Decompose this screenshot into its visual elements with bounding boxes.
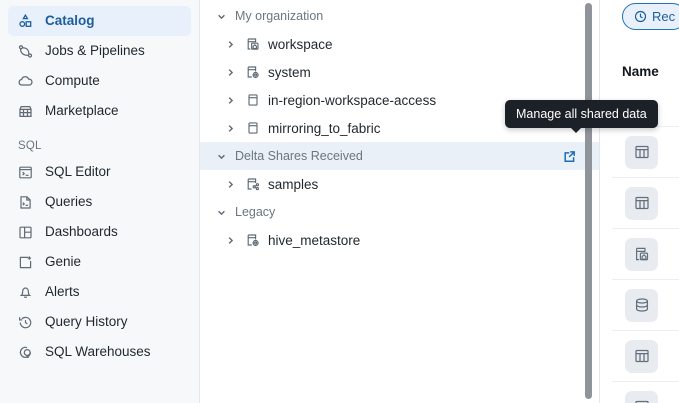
sidebar-item-catalog[interactable]: Catalog: [8, 6, 191, 36]
sidebar-item-query-history[interactable]: Query History: [8, 307, 191, 337]
sidebar-item-compute[interactable]: Compute: [8, 66, 191, 96]
sidebar-item-label: SQL Warehouses: [45, 344, 151, 360]
table-icon: [625, 135, 658, 169]
sidebar-item-sql-editor[interactable]: SQL Editor: [8, 157, 191, 187]
list-item[interactable]: [612, 381, 679, 403]
tooltip-arrow-icon: [570, 127, 582, 133]
list-item[interactable]: [612, 330, 679, 381]
sidebar-item-label: Genie: [45, 254, 82, 270]
sql-editor-icon: [17, 164, 34, 181]
column-header-name: Name: [622, 64, 659, 79]
database-icon: [625, 288, 658, 322]
tooltip: Manage all shared data: [505, 100, 658, 133]
catalog-tree-panel: My organization workspace: [200, 0, 600, 403]
cloud-icon: [17, 73, 34, 90]
tree-node-label: samples: [268, 176, 319, 192]
chevron-right-icon[interactable]: [222, 64, 238, 80]
sidebar-item-queries[interactable]: Queries: [8, 187, 191, 217]
catalog-icon: [244, 92, 261, 109]
sidebar-item-label: Query History: [45, 314, 128, 330]
result-list: [612, 126, 679, 403]
catalog-home-icon: [625, 237, 658, 271]
list-item[interactable]: [612, 228, 679, 279]
vertical-scrollbar-thumb[interactable]: [585, 3, 592, 399]
chevron-right-icon[interactable]: [222, 92, 238, 108]
chevron-down-icon[interactable]: [213, 8, 229, 24]
sidebar-item-label: Queries: [45, 194, 93, 210]
storefront-icon: [17, 103, 34, 120]
tree-node-label: hive_metastore: [268, 232, 361, 248]
catalog-content-panel: Rec Name: [600, 0, 679, 403]
chevron-right-icon[interactable]: [222, 120, 238, 136]
clock-icon: [633, 10, 647, 24]
sidebar-item-label: Catalog: [45, 13, 95, 29]
recents-button-label: Rec: [652, 9, 676, 24]
chevron-right-icon[interactable]: [222, 36, 238, 52]
sidebar-item-label: SQL Editor: [45, 164, 111, 180]
tree-group-label: Delta Shares Received: [235, 149, 363, 163]
table-icon: [625, 339, 658, 373]
list-item[interactable]: [612, 126, 679, 177]
external-link-icon[interactable]: [561, 148, 577, 164]
tree-node-mirroring-to-fabric[interactable]: mirroring_to_fabric: [200, 114, 599, 142]
chevron-down-icon[interactable]: [213, 148, 229, 164]
sidebar-item-sql-warehouses[interactable]: SQL Warehouses: [8, 337, 191, 367]
sidebar-item-dashboards[interactable]: Dashboards: [8, 217, 191, 247]
queries-icon: [17, 194, 34, 211]
sidebar-item-label: Compute: [45, 73, 100, 89]
sidebar-item-label: Dashboards: [45, 224, 118, 240]
chevron-right-icon[interactable]: [222, 176, 238, 192]
catalog-shapes-icon: [17, 13, 34, 30]
chevron-right-icon[interactable]: [222, 232, 238, 248]
catalog-share-icon: [244, 176, 261, 193]
sidebar-item-label: Marketplace: [45, 103, 119, 119]
history-clock-icon: [17, 314, 34, 331]
catalog-icon: [244, 120, 261, 137]
sidebar-section-sql: SQL: [18, 140, 42, 152]
sidebar-item-jobs-pipelines[interactable]: Jobs & Pipelines: [8, 36, 191, 66]
jobs-pipelines-icon: [17, 43, 34, 60]
catalog-gear-icon: [244, 64, 261, 81]
sidebar-item-marketplace[interactable]: Marketplace: [8, 96, 191, 126]
tree-node-label: mirroring_to_fabric: [268, 120, 381, 136]
bell-icon: [17, 284, 34, 301]
sidebar-item-genie[interactable]: Genie: [8, 247, 191, 277]
sidebar-item-label: Jobs & Pipelines: [45, 43, 145, 59]
left-sidebar: Catalog Jobs & Pipelines Compute: [0, 0, 200, 403]
tree-node-in-region-workspace-access[interactable]: in-region-workspace-access: [200, 86, 599, 114]
dashboards-icon: [17, 224, 34, 241]
tree-node-samples[interactable]: samples: [200, 170, 599, 198]
tree-node-system[interactable]: system: [200, 58, 599, 86]
tree-group-legacy[interactable]: Legacy: [200, 198, 599, 226]
catalog-gear-icon: [244, 232, 261, 249]
tree-node-label: workspace: [268, 36, 333, 52]
tree-node-label: in-region-workspace-access: [268, 92, 437, 108]
tree-node-label: system: [268, 64, 311, 80]
sidebar-item-label: Alerts: [45, 284, 80, 300]
table-icon: [625, 186, 658, 220]
tree-node-hive-metastore[interactable]: hive_metastore: [200, 226, 599, 254]
list-item[interactable]: [612, 177, 679, 228]
recents-filter-button[interactable]: Rec: [622, 3, 679, 30]
tree-group-my-organization[interactable]: My organization: [200, 2, 599, 30]
table-icon: [625, 390, 658, 403]
sidebar-item-alerts[interactable]: Alerts: [8, 277, 191, 307]
tree-group-label: Legacy: [235, 205, 276, 219]
sql-warehouse-icon: [17, 344, 34, 361]
tree-group-delta-shares-received[interactable]: Delta Shares Received: [200, 142, 599, 170]
list-item[interactable]: [612, 279, 679, 330]
tree-group-label: My organization: [235, 9, 324, 23]
catalog-home-icon: [244, 36, 261, 53]
tree-node-workspace[interactable]: workspace: [200, 30, 599, 58]
chevron-down-icon[interactable]: [213, 204, 229, 220]
genie-icon: [17, 254, 34, 271]
tooltip-text: Manage all shared data: [516, 107, 647, 121]
